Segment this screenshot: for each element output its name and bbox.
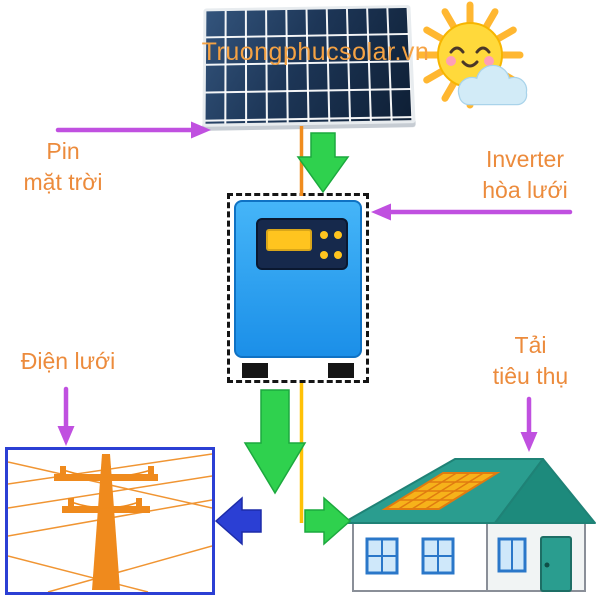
inverter-led	[334, 231, 342, 239]
down-arrow-inverter-output-icon	[243, 389, 307, 495]
house-window	[497, 537, 527, 573]
inverter-foot	[242, 363, 268, 378]
house-icon	[343, 458, 596, 592]
label-inverter-line2: hòa lưới	[482, 177, 568, 204]
pointer-arrow-grid-label-icon	[57, 386, 75, 446]
inverter-foot	[328, 363, 354, 378]
label-solar-line2: mặt trời	[23, 169, 103, 196]
label-solar-panel: Pin mặt trời	[8, 136, 118, 198]
label-load: Tải tiêu thụ	[468, 330, 593, 392]
label-inverter-line1: Inverter	[486, 146, 564, 172]
rooftop-solar-panel-icon	[381, 472, 501, 510]
power-grid-box	[5, 447, 215, 595]
label-load-line1: Tải	[514, 332, 547, 358]
inverter-body	[234, 200, 362, 358]
inverter-led	[334, 251, 342, 259]
inverter-led	[320, 231, 328, 239]
inverter-control-panel	[256, 218, 348, 270]
house-window	[365, 537, 399, 575]
house-door	[540, 536, 572, 592]
label-load-line2: tiêu thụ	[492, 363, 569, 390]
label-solar-line1: Pin	[46, 138, 80, 164]
left-arrow-to-grid-icon	[214, 496, 262, 546]
house-roof-side	[494, 458, 596, 524]
label-inverter: Inverter hòa lưới	[455, 144, 595, 206]
house-window	[421, 537, 455, 575]
brand-watermark: Truongphucsolar.vn	[201, 38, 430, 66]
label-grid: Điện lưới	[20, 348, 116, 374]
inverter-display	[266, 229, 312, 251]
inverter-icon	[227, 193, 369, 383]
down-arrow-panel-to-inverter-icon	[296, 132, 350, 194]
inverter-led	[320, 251, 328, 259]
cloud-icon	[457, 64, 528, 106]
power-pole-icon	[7, 453, 213, 593]
